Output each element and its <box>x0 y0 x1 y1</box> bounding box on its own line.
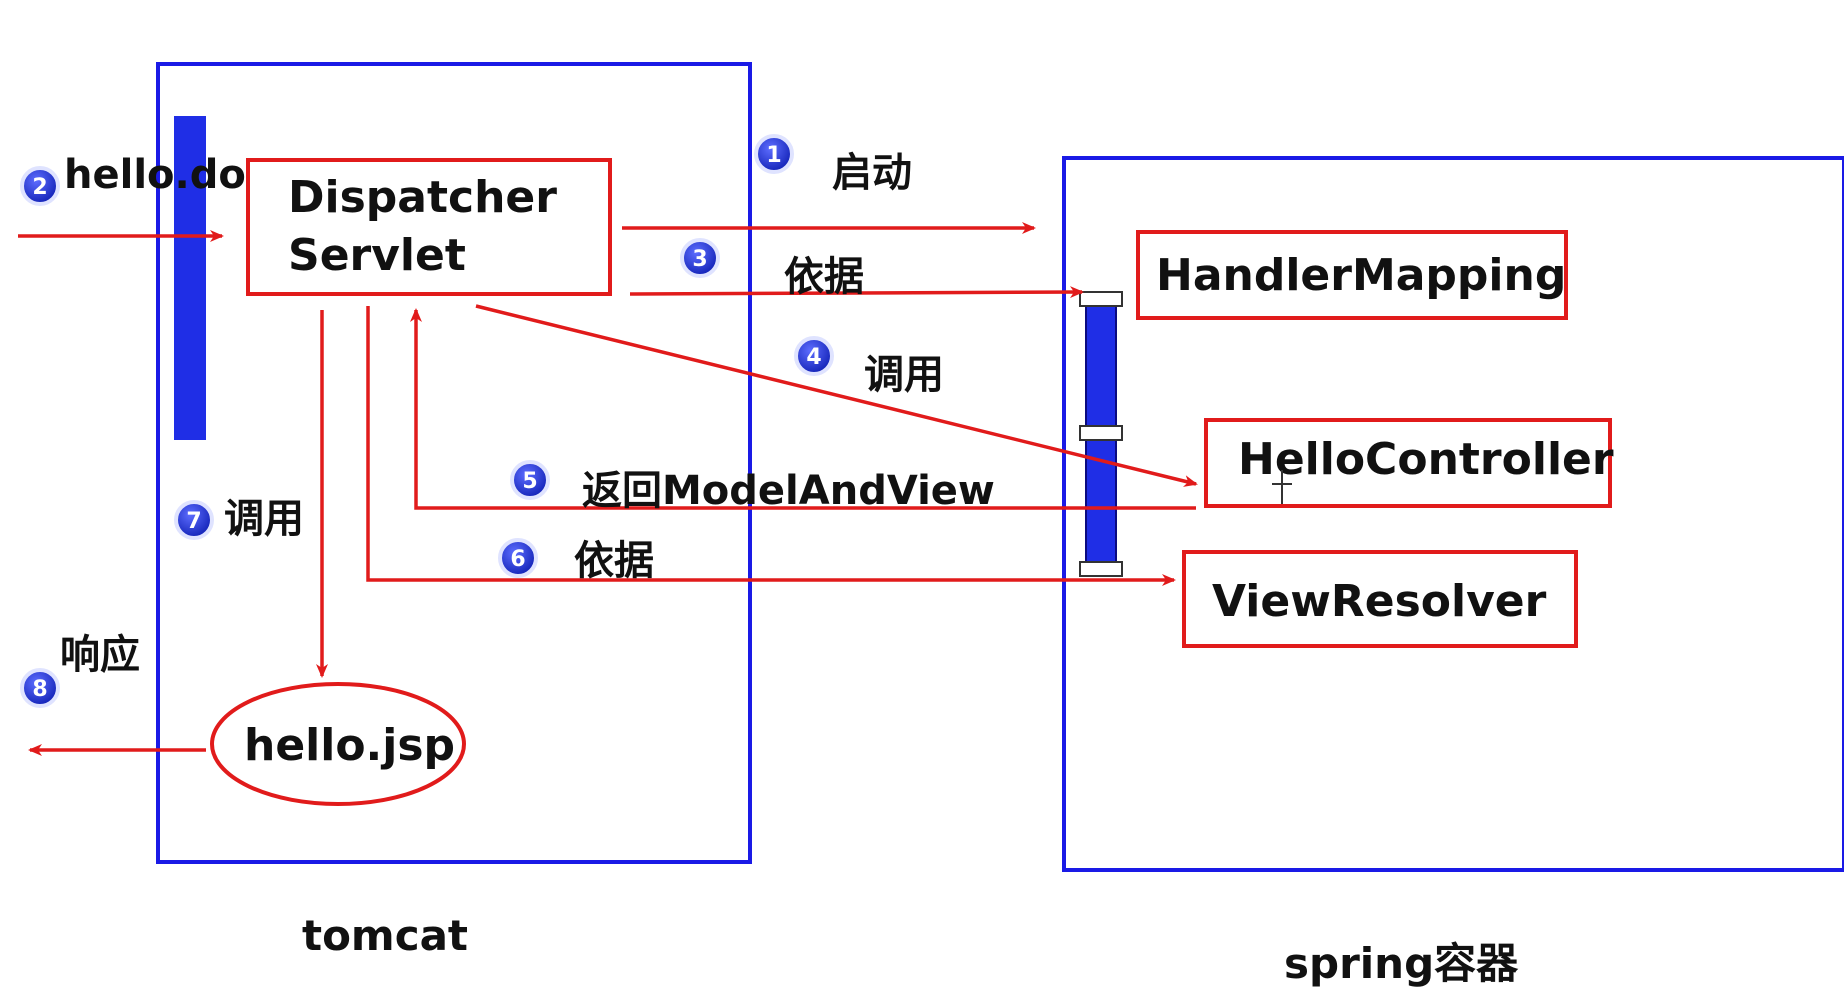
step3-badge: 3 <box>680 238 720 278</box>
hello-controller-label: HelloController <box>1238 434 1614 485</box>
spring-container <box>1062 156 1844 872</box>
step2-label: hello.do <box>64 152 246 198</box>
step8-label: 响应 <box>60 632 140 678</box>
text-cursor-icon <box>1272 470 1292 504</box>
hello-jsp-ellipse <box>210 682 466 806</box>
step5-label: 返回ModelAndView <box>582 468 995 514</box>
svg-text:7: 7 <box>186 509 201 534</box>
handler-mapping-label: HandlerMapping <box>1156 250 1566 301</box>
svg-text:8: 8 <box>32 677 47 702</box>
step1-label: 启动 <box>832 150 912 196</box>
handler-mapping-box <box>1136 230 1568 320</box>
dispatcher-servlet-label-line2: Servlet <box>288 230 466 281</box>
svg-text:1: 1 <box>766 143 781 168</box>
spring-bar-handle-top <box>1079 291 1123 307</box>
spring-container-label: spring容器 <box>1284 939 1519 988</box>
step7-label: 调用 <box>224 496 304 542</box>
view-resolver-box <box>1182 550 1578 648</box>
svg-text:5: 5 <box>522 469 537 494</box>
view-resolver-label: ViewResolver <box>1212 576 1547 627</box>
step6-badge: 6 <box>498 538 538 578</box>
step5-badge: 5 <box>510 460 550 500</box>
svg-text:2: 2 <box>32 175 47 200</box>
tomcat-label: tomcat <box>302 911 468 960</box>
dispatcher-servlet-box <box>246 158 612 296</box>
step3-label: 依据 <box>784 254 864 300</box>
step7-badge: 7 <box>174 500 214 540</box>
hello-jsp-label: hello.jsp <box>244 720 455 771</box>
tomcat-filter-bar <box>174 116 206 440</box>
step1-badge: 1 <box>754 134 794 174</box>
svg-text:6: 6 <box>510 547 525 572</box>
step4-label: 调用 <box>864 352 944 398</box>
svg-text:4: 4 <box>806 345 821 370</box>
svg-text:3: 3 <box>692 247 707 272</box>
arrow-step6-view-resolver <box>366 306 1176 586</box>
tomcat-container <box>156 62 752 864</box>
step4-badge: 4 <box>794 336 834 376</box>
arrow-step5-return-model-and-view <box>410 308 1196 510</box>
dispatcher-servlet-label-line1: Dispatcher <box>288 172 557 223</box>
step6-label: 依据 <box>574 538 654 584</box>
spring-bar-handle-mid <box>1079 425 1123 441</box>
arrow-step3-handler-mapping <box>629 286 1084 299</box>
arrow-step4-call-controller <box>475 304 1198 487</box>
step8-badge: 8 <box>20 668 60 708</box>
step2-badge: 2 <box>20 166 60 206</box>
hello-controller-box <box>1204 418 1612 508</box>
spring-bar-handle-bottom <box>1079 561 1123 577</box>
